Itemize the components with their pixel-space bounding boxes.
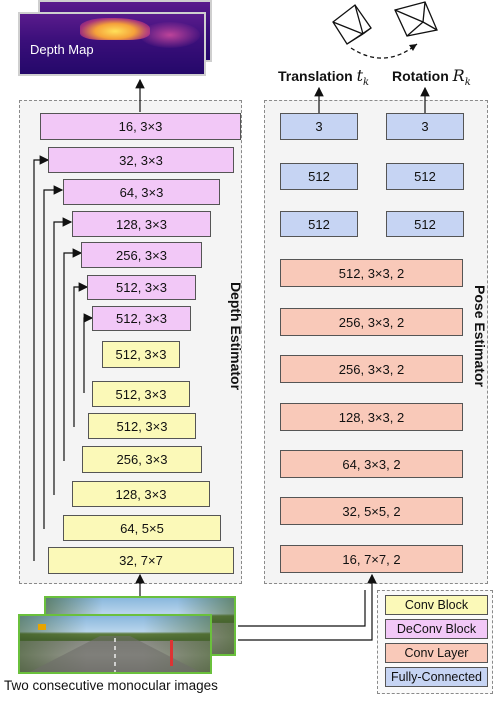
depth-map-label: Depth Map — [30, 42, 94, 57]
rotation-text: Rotation — [392, 68, 449, 84]
depth-map-highlight — [80, 18, 150, 40]
translation-label: Translation tk — [278, 66, 369, 88]
camera-frustums — [332, 1, 438, 59]
deconv-block-4: 128, 3×3 — [72, 211, 211, 237]
conv-layer-7: 16, 7×7, 2 — [280, 545, 463, 573]
fc-translation-2: 512 — [280, 163, 358, 190]
rotation-symbol: R — [452, 66, 465, 85]
conv-block-8: 512, 3×3 — [102, 341, 180, 368]
deconv-block-5: 256, 3×3 — [81, 242, 202, 268]
rotation-label: Rotation Rk — [392, 66, 471, 88]
fc-translation-1: 3 — [280, 113, 358, 140]
deconv-block-2: 32, 3×3 — [48, 147, 234, 173]
fc-translation-3: 512 — [280, 211, 358, 237]
road-markings — [30, 624, 200, 672]
conv-layer-5: 64, 3×3, 2 — [280, 450, 463, 478]
pose-input-line-1 — [238, 590, 366, 627]
fc-rotation-1: 3 — [386, 113, 464, 140]
camera-motion-arc — [350, 43, 418, 59]
fc-rotation-3: 512 — [386, 211, 464, 237]
pose-input-line-2 — [238, 573, 377, 641]
fc-rotation-2: 512 — [386, 163, 464, 190]
pose-estimator-label: Pose Estimator — [472, 285, 488, 387]
camera-frustum-right — [394, 1, 438, 37]
conv-block-12: 128, 3×3 — [72, 481, 210, 507]
translation-text: Translation — [278, 68, 353, 84]
deconv-block-3: 64, 3×3 — [63, 179, 220, 205]
depth-estimator-label: Depth Estimator — [228, 281, 244, 391]
conv-block-10: 512, 3×3 — [88, 413, 196, 439]
skip-connection-3 — [53, 217, 73, 495]
rotation-subscript: k — [464, 76, 471, 88]
conv-block-11: 256, 3×3 — [82, 446, 202, 473]
legend-conv-block: Conv Block — [385, 595, 488, 615]
legend-conv-layer: Conv Layer — [385, 643, 488, 663]
translation-symbol: t — [356, 66, 364, 85]
conv-layer-2: 256, 3×3, 2 — [280, 308, 463, 336]
translation-subscript: k — [363, 76, 370, 88]
input-caption: Two consecutive monocular images — [4, 678, 218, 693]
legend-deconv-block: DeConv Block — [385, 619, 488, 639]
depth-map-image: Depth Map — [18, 12, 206, 76]
conv-block-13: 64, 5×5 — [63, 515, 221, 541]
deconv-block-7: 512, 3×3 — [92, 306, 191, 331]
legend-fully-connected: Fully-Connected — [385, 667, 488, 687]
conv-layer-6: 32, 5×5, 2 — [280, 497, 463, 525]
conv-block-14: 32, 7×7 — [48, 547, 234, 574]
conv-layer-1: 512, 3×3, 2 — [280, 259, 463, 287]
conv-block-9: 512, 3×3 — [92, 381, 190, 407]
conv-layer-4: 128, 3×3, 2 — [280, 403, 463, 431]
conv-layer-3: 256, 3×3, 2 — [280, 355, 463, 383]
depth-map-glow — [140, 22, 200, 48]
skip-connection-4 — [63, 248, 83, 461]
deconv-block-6: 512, 3×3 — [87, 275, 196, 300]
camera-motion-arrowhead — [409, 44, 417, 51]
skip-connection-1 — [33, 155, 50, 561]
skip-connection-6 — [83, 313, 94, 393]
skip-connection-5 — [73, 282, 89, 427]
deconv-block-1: 16, 3×3 — [40, 113, 241, 140]
skip-connection-2 — [43, 185, 64, 529]
camera-frustum-left — [332, 4, 372, 45]
input-image-front — [18, 614, 212, 674]
